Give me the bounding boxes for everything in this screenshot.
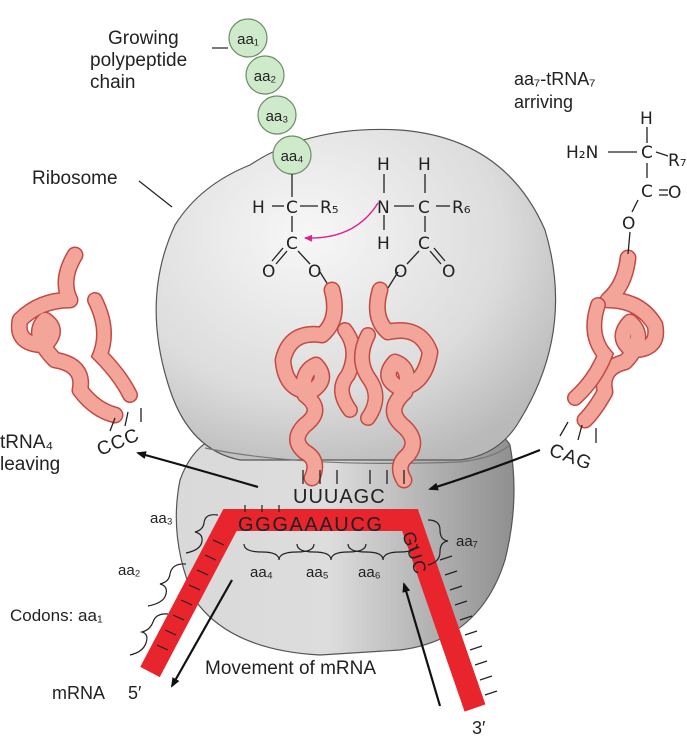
mrna-movement-arrow-right <box>402 582 442 707</box>
amino-acid-bead-3: aa₃ <box>257 95 297 135</box>
a-site-chemistry <box>383 174 450 289</box>
growing-label-line-3: chain <box>90 72 135 93</box>
mrna-codons-text: GGGAAAUCG <box>238 514 384 536</box>
codon-label-aa2: aa₂ <box>118 562 141 579</box>
trna-p-site <box>274 281 362 487</box>
polypeptide-chain: aa₁ aa₂ aa₃ aa₄ <box>228 18 312 175</box>
mrna-ticks-right <box>439 555 498 696</box>
amino-acid-bead-2: aa₂ <box>245 55 285 95</box>
chem-c-alpha-a: C <box>418 198 430 218</box>
leaving-label-line-1: tRNA₄ <box>0 432 53 453</box>
chem-h-arriving: H <box>640 109 653 129</box>
movement-label: Movement of mRNA <box>205 658 376 679</box>
chem-c-carbonyl-a: C <box>418 234 430 254</box>
chem-n-amine: N <box>377 198 390 218</box>
chem-o-double-a: O <box>442 262 455 282</box>
codon-label-aa5: aa₅ <box>306 564 329 581</box>
ribosome-label: Ribosome <box>32 168 118 189</box>
anticodon-sites-text: UUUAGC <box>293 486 386 508</box>
arriving-aa-chemistry <box>608 127 669 255</box>
chem-c-alpha-p: C <box>286 198 298 218</box>
amino-acid-label-4: aa₄ <box>281 148 304 165</box>
codon-label-aa6: aa₆ <box>358 564 381 581</box>
chem-h-n-bottom: H <box>377 234 390 254</box>
mrna-movement-arrow-left <box>171 579 233 688</box>
codons-label: Codons: aa₁ <box>10 606 103 625</box>
amino-acid-bead-4: aa₄ <box>272 135 312 175</box>
chem-h2n: H₂N <box>566 143 598 163</box>
amino-acid-label-1: aa₁ <box>237 31 259 48</box>
codon-braces <box>129 514 449 656</box>
chem-r7: R₇ <box>668 151 687 171</box>
mrna-ticks-left <box>156 539 225 651</box>
three-prime-label: 3′ <box>472 718 486 738</box>
growing-label-line-2: polypeptide <box>90 50 187 71</box>
chem-o-double-arriving: O <box>668 183 681 203</box>
amino-acid-bead-1: aa₁ <box>228 18 268 58</box>
mrna-ticks-top <box>244 505 280 512</box>
chem-o-ester-arriving: O <box>622 214 635 234</box>
trna-leaving <box>10 246 138 424</box>
chem-o-double-p: O <box>262 262 275 282</box>
codon-label-aa3: aa₃ <box>150 510 173 527</box>
ribosome-leader-line <box>138 180 173 208</box>
amino-acid-label-3: aa₃ <box>266 108 289 125</box>
anticodon-ticks-arriving <box>559 421 597 443</box>
ribosome <box>155 128 557 656</box>
chem-o-ester-p: O <box>308 262 321 282</box>
trna-arriving <box>567 249 665 429</box>
arriving-label-line-2: arriving <box>514 92 573 112</box>
mrna-label: mRNA <box>52 683 105 703</box>
growing-label-line-1: Growing <box>108 28 179 49</box>
chem-h-a-top: H <box>418 155 431 175</box>
codon-label-aa4: aa₄ <box>250 564 273 581</box>
chem-h-p: H <box>252 198 265 218</box>
arriving-label-line-1: aa₇-tRNA₇ <box>514 69 595 89</box>
anticodon-ticks-sites <box>302 470 405 484</box>
chem-r6: R₆ <box>452 198 471 218</box>
anticodon-leaving-text: CCC <box>94 425 143 461</box>
peptide-bond-arrow <box>304 202 379 242</box>
leaving-label-line-2: leaving <box>0 454 60 475</box>
chem-r5: R₅ <box>320 198 339 218</box>
amino-acid-label-2: aa₂ <box>254 68 277 85</box>
chem-c-carbonyl-p: C <box>286 234 298 254</box>
chem-c-carbonyl-arriving: C <box>641 182 653 202</box>
ribosome-large-subunit <box>155 128 557 461</box>
chem-c-alpha-arriving: C <box>641 143 653 163</box>
trna-a-site <box>354 281 439 489</box>
arriving-arrow <box>428 448 541 491</box>
codon-label-aa7: aa₇ <box>456 533 478 550</box>
mrna-strand <box>140 509 486 712</box>
leaving-arrow <box>136 451 259 489</box>
anticodon-arriving-text: CAG <box>546 440 595 475</box>
anticodon-ticks-leaving <box>109 408 142 432</box>
chem-h-n-top: H <box>377 155 390 175</box>
chem-o-ester-a: O <box>394 262 407 282</box>
five-prime-label: 5′ <box>128 683 142 703</box>
